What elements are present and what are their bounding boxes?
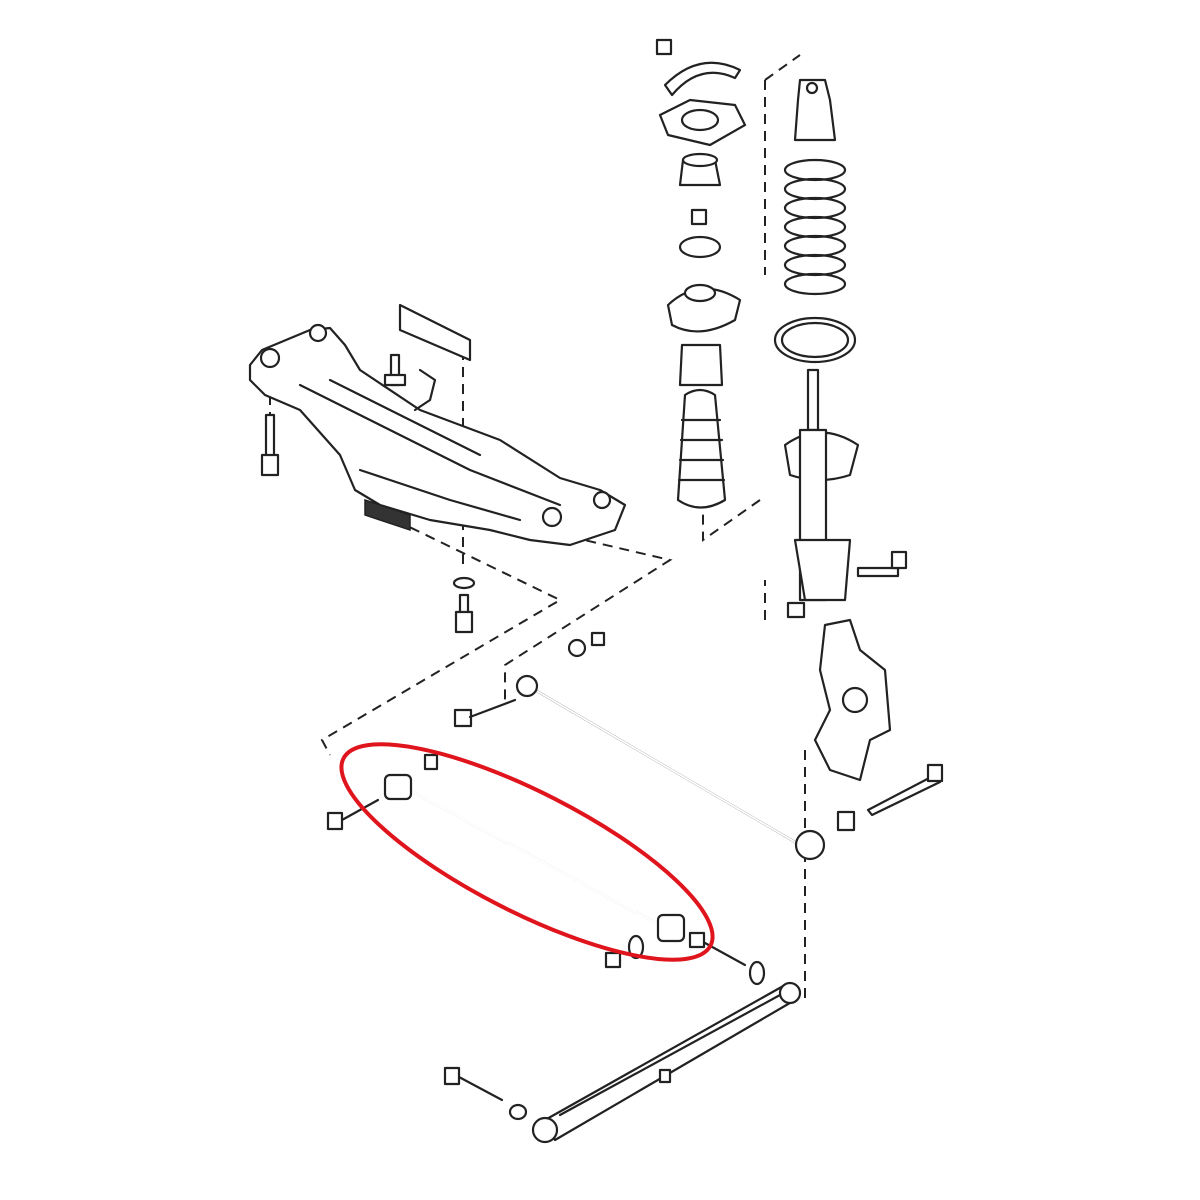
trailing-link: [443, 981, 802, 1144]
upper-lateral-link: [453, 631, 826, 861]
highlight-ellipse: [339, 742, 715, 962]
rear-knuckle: [813, 618, 944, 832]
strut-mount-parts: [655, 38, 747, 509]
rear-crossmember: [248, 303, 627, 547]
spring-coil: [783, 253, 847, 277]
spring-coil: [783, 158, 847, 182]
spring-coil: [783, 215, 847, 239]
lower-lateral-link: [326, 753, 766, 986]
spring-coil: [783, 234, 847, 258]
crossmember-bolts: [260, 353, 476, 634]
shock-absorber-strut: [783, 368, 908, 619]
spring-coil: [783, 272, 847, 296]
spring-coil: [783, 177, 847, 201]
coil-spring-assembly: [773, 78, 857, 364]
spring-coil: [783, 196, 847, 220]
